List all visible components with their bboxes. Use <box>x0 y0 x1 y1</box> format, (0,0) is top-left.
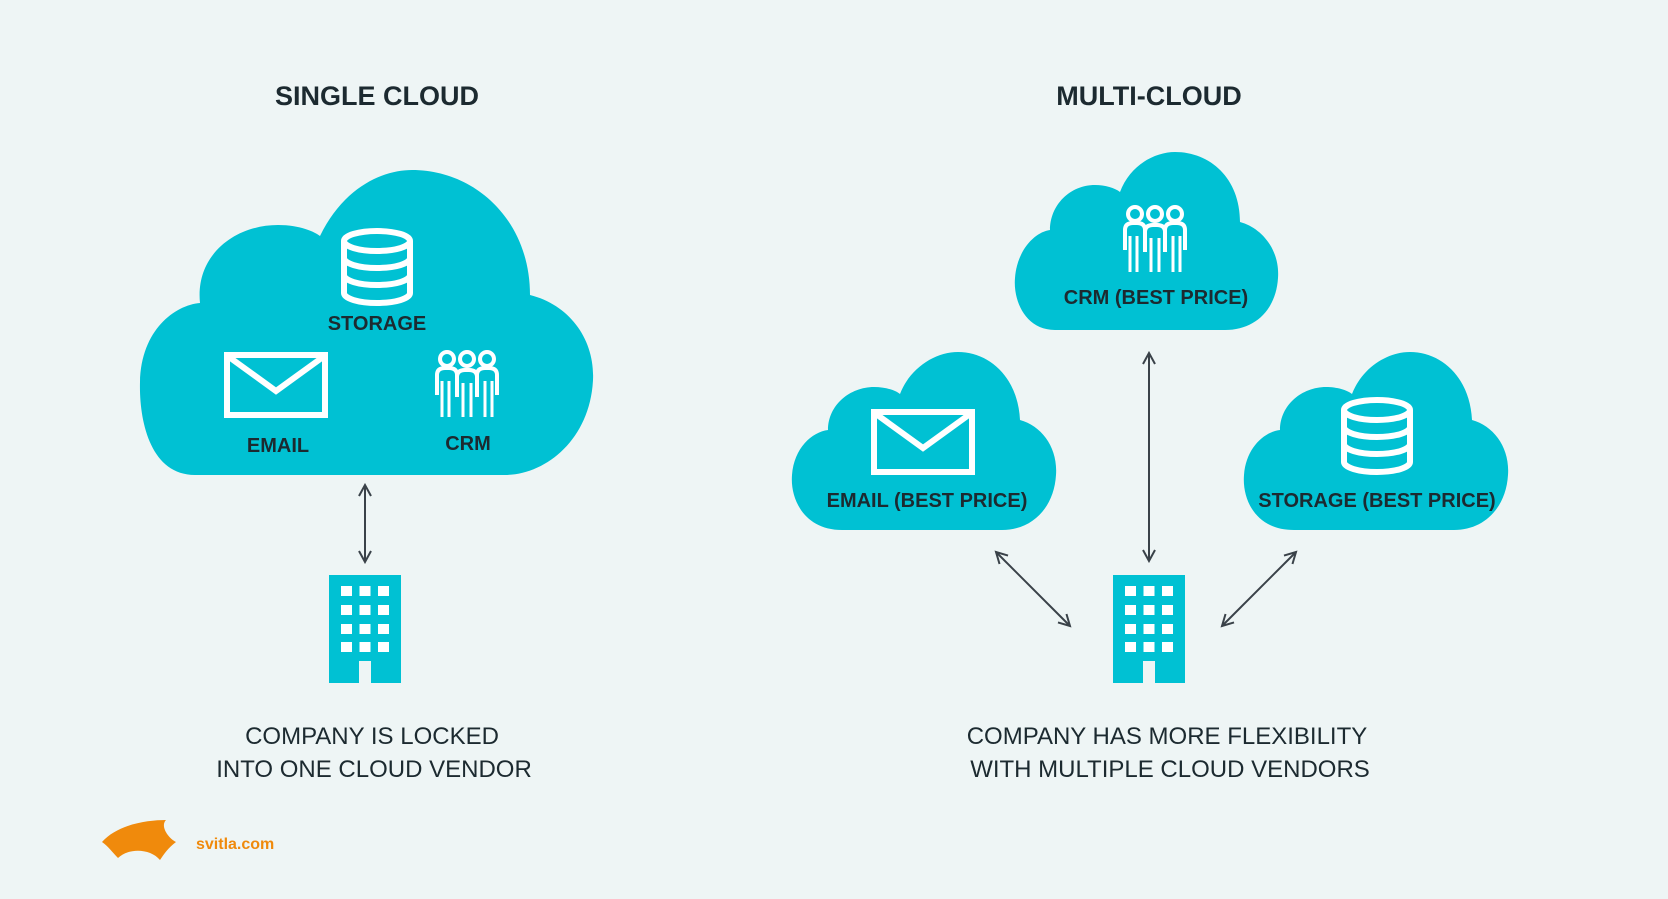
single-caption-line1: COMPANY IS LOCKED <box>245 723 499 750</box>
single-cloud-shape <box>139 170 594 475</box>
single-storage-label: STORAGE <box>328 313 427 335</box>
brand-site-link[interactable]: svitla.com <box>196 836 274 853</box>
multi-storage-label: STORAGE (BEST PRICE) <box>1258 490 1495 512</box>
multi-crm-label: CRM (BEST PRICE) <box>1064 287 1248 309</box>
multi-storage-cloud <box>1243 352 1509 530</box>
building-icon <box>329 575 401 683</box>
multi-email-label: EMAIL (BEST PRICE) <box>827 490 1028 512</box>
multi-caption-line1: COMPANY HAS MORE FLEXIBILITY <box>967 723 1368 750</box>
single-caption-line2: INTO ONE CLOUD VENDOR <box>216 756 532 783</box>
building-icon <box>1113 575 1185 683</box>
multi-email-arrow <box>996 552 1070 626</box>
single-email-label: EMAIL <box>247 435 309 457</box>
single-crm-label: CRM <box>445 433 491 455</box>
multi-caption-line2: WITH MULTIPLE CLOUD VENDORS <box>970 756 1370 783</box>
multi-storage-arrow <box>1222 552 1296 626</box>
svitla-logo-icon <box>102 820 176 860</box>
multi-email-cloud <box>791 352 1057 530</box>
single-cloud-title: SINGLE CLOUD <box>275 81 479 111</box>
multi-cloud-title: MULTI-CLOUD <box>1056 81 1241 111</box>
